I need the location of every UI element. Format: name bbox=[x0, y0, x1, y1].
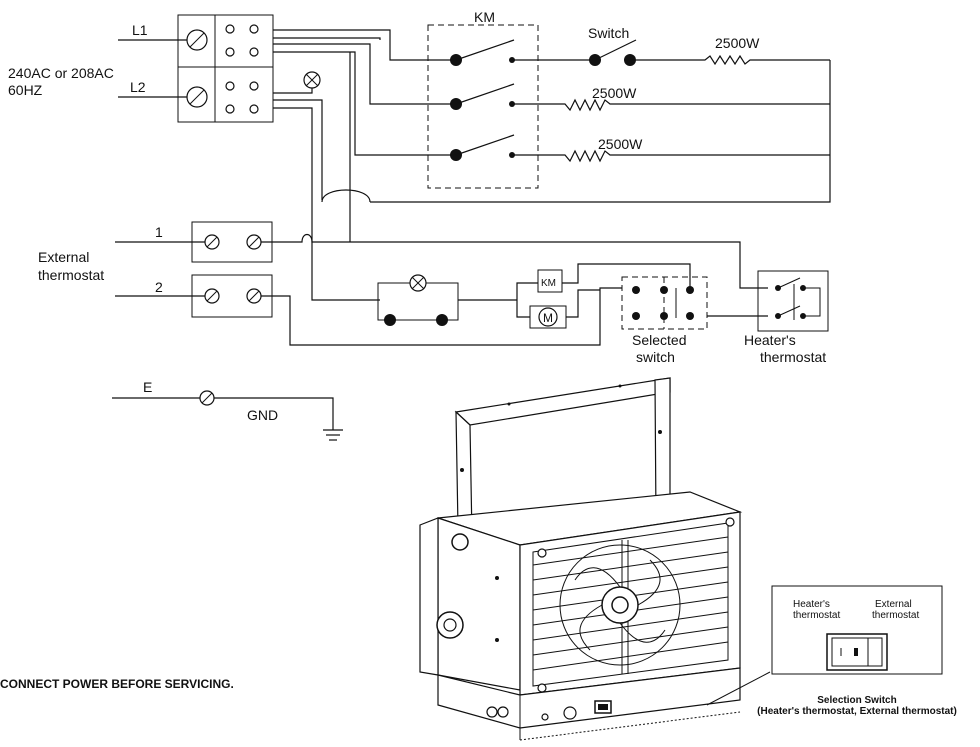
gnd-label: GND bbox=[247, 407, 278, 423]
terminal-1-label: 1 bbox=[155, 224, 163, 240]
callout-external-label-1: External bbox=[875, 599, 912, 610]
callout-caption-2: (Heater's thermostat, External thermosta… bbox=[757, 706, 957, 717]
external-thermostat-label-1: External bbox=[38, 249, 89, 265]
heaters-thermostat-label-2: thermostat bbox=[760, 349, 826, 365]
l2-label: L2 bbox=[130, 79, 146, 95]
heater-element-2 bbox=[512, 98, 830, 112]
external-thermostat-terminal bbox=[191, 221, 273, 318]
terminal-2-label: 2 bbox=[155, 279, 163, 295]
motor-label: M bbox=[543, 311, 553, 325]
earth-label: E bbox=[143, 379, 152, 395]
km-contacts bbox=[450, 39, 515, 161]
warning-text: CONNECT POWER BEFORE SERVICING. bbox=[0, 677, 234, 691]
switch-label: Switch bbox=[588, 25, 629, 41]
km-coil bbox=[537, 269, 563, 293]
heaters-thermostat-box bbox=[757, 270, 829, 332]
heater-3-label: 2500W bbox=[598, 136, 643, 152]
km-label: KM bbox=[474, 9, 495, 25]
motor-icon bbox=[538, 307, 558, 327]
selected-switch-label-1: Selected bbox=[632, 332, 686, 348]
heaters-thermostat-label-1: Heater's bbox=[744, 332, 796, 348]
supply-voltage-label: 240AC or 208AC bbox=[8, 65, 114, 81]
heater-element-3 bbox=[512, 149, 830, 163]
km-coil-label: KM bbox=[541, 278, 556, 289]
power-terminal-block bbox=[177, 14, 274, 123]
heater-2-label: 2500W bbox=[592, 85, 637, 101]
selected-switch-label-2: switch bbox=[636, 349, 675, 365]
external-thermostat-label-2: thermostat bbox=[38, 267, 104, 283]
callout-caption-1: Selection Switch bbox=[817, 695, 896, 706]
km-contactor-box bbox=[427, 24, 539, 189]
callout-heaters-label-2: thermostat bbox=[793, 610, 840, 621]
callout-external-label-2: thermostat bbox=[872, 610, 919, 621]
heater-1-label: 2500W bbox=[715, 35, 760, 51]
l1-label: L1 bbox=[132, 22, 148, 38]
supply-frequency-label: 60HZ bbox=[8, 82, 43, 98]
heater-unit-illustration bbox=[419, 377, 771, 741]
callout-heaters-label-1: Heater's bbox=[793, 599, 830, 610]
heater-element-1 bbox=[630, 54, 830, 66]
